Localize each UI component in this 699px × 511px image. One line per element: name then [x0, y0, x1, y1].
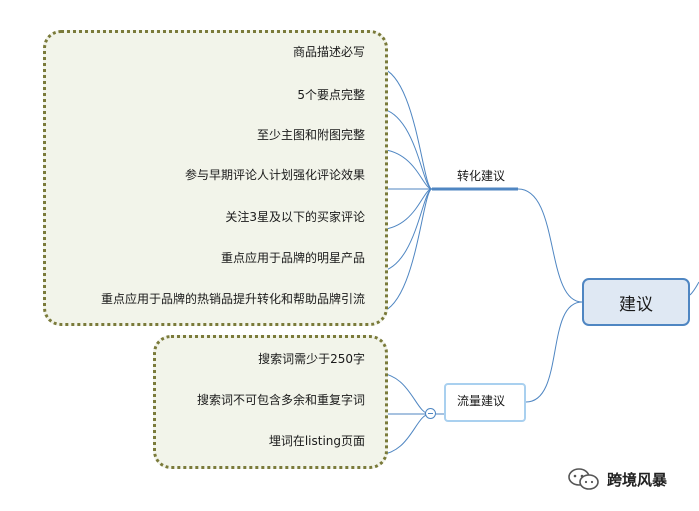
branch-conversion-label[interactable]: 转化建议 [457, 169, 506, 183]
watermark: 跨境风暴 [567, 467, 667, 491]
leaf-traffic-2: 搜索词不可包含多余和重复字词 [196, 393, 365, 407]
root-label: 建议 [619, 294, 653, 315]
leaf-conv-5: 关注3星及以下的买家评论 [225, 210, 365, 224]
wechat-icon [568, 468, 599, 490]
leaf-traffic-3: 埋词在listing页面 [268, 434, 365, 448]
leaf-conv-4: 参与早期评论人计划强化评论效果 [184, 168, 365, 182]
branch-traffic-label[interactable]: 流量建议 [457, 394, 506, 408]
leaf-conv-7: 重点应用于品牌的热销品提升转化和帮助品牌引流 [100, 292, 365, 306]
watermark-text: 跨境风暴 [607, 470, 668, 489]
traffic-group-frame [153, 335, 388, 469]
leaf-conv-3: 至少主图和附图完整 [256, 128, 365, 142]
leaf-conv-1: 商品描述必写 [292, 45, 365, 59]
leaf-traffic-1: 搜索词需少于250字 [258, 352, 365, 366]
root-to-conversion [517, 188, 583, 303]
root-outgoing [689, 281, 699, 296]
collapse-toggle-icon[interactable] [425, 408, 436, 419]
conversion-group-frame [43, 30, 388, 326]
conv-connector-1 [375, 66, 433, 190]
leaf-conv-6: 重点应用于品牌的明星产品 [220, 251, 365, 265]
root-to-traffic [525, 301, 583, 403]
branch-traffic-node[interactable] [444, 383, 526, 422]
root-node[interactable]: 建议 [582, 278, 690, 326]
leaf-conv-2: 5个要点完整 [297, 88, 365, 102]
conv-connector-7 [375, 188, 433, 314]
